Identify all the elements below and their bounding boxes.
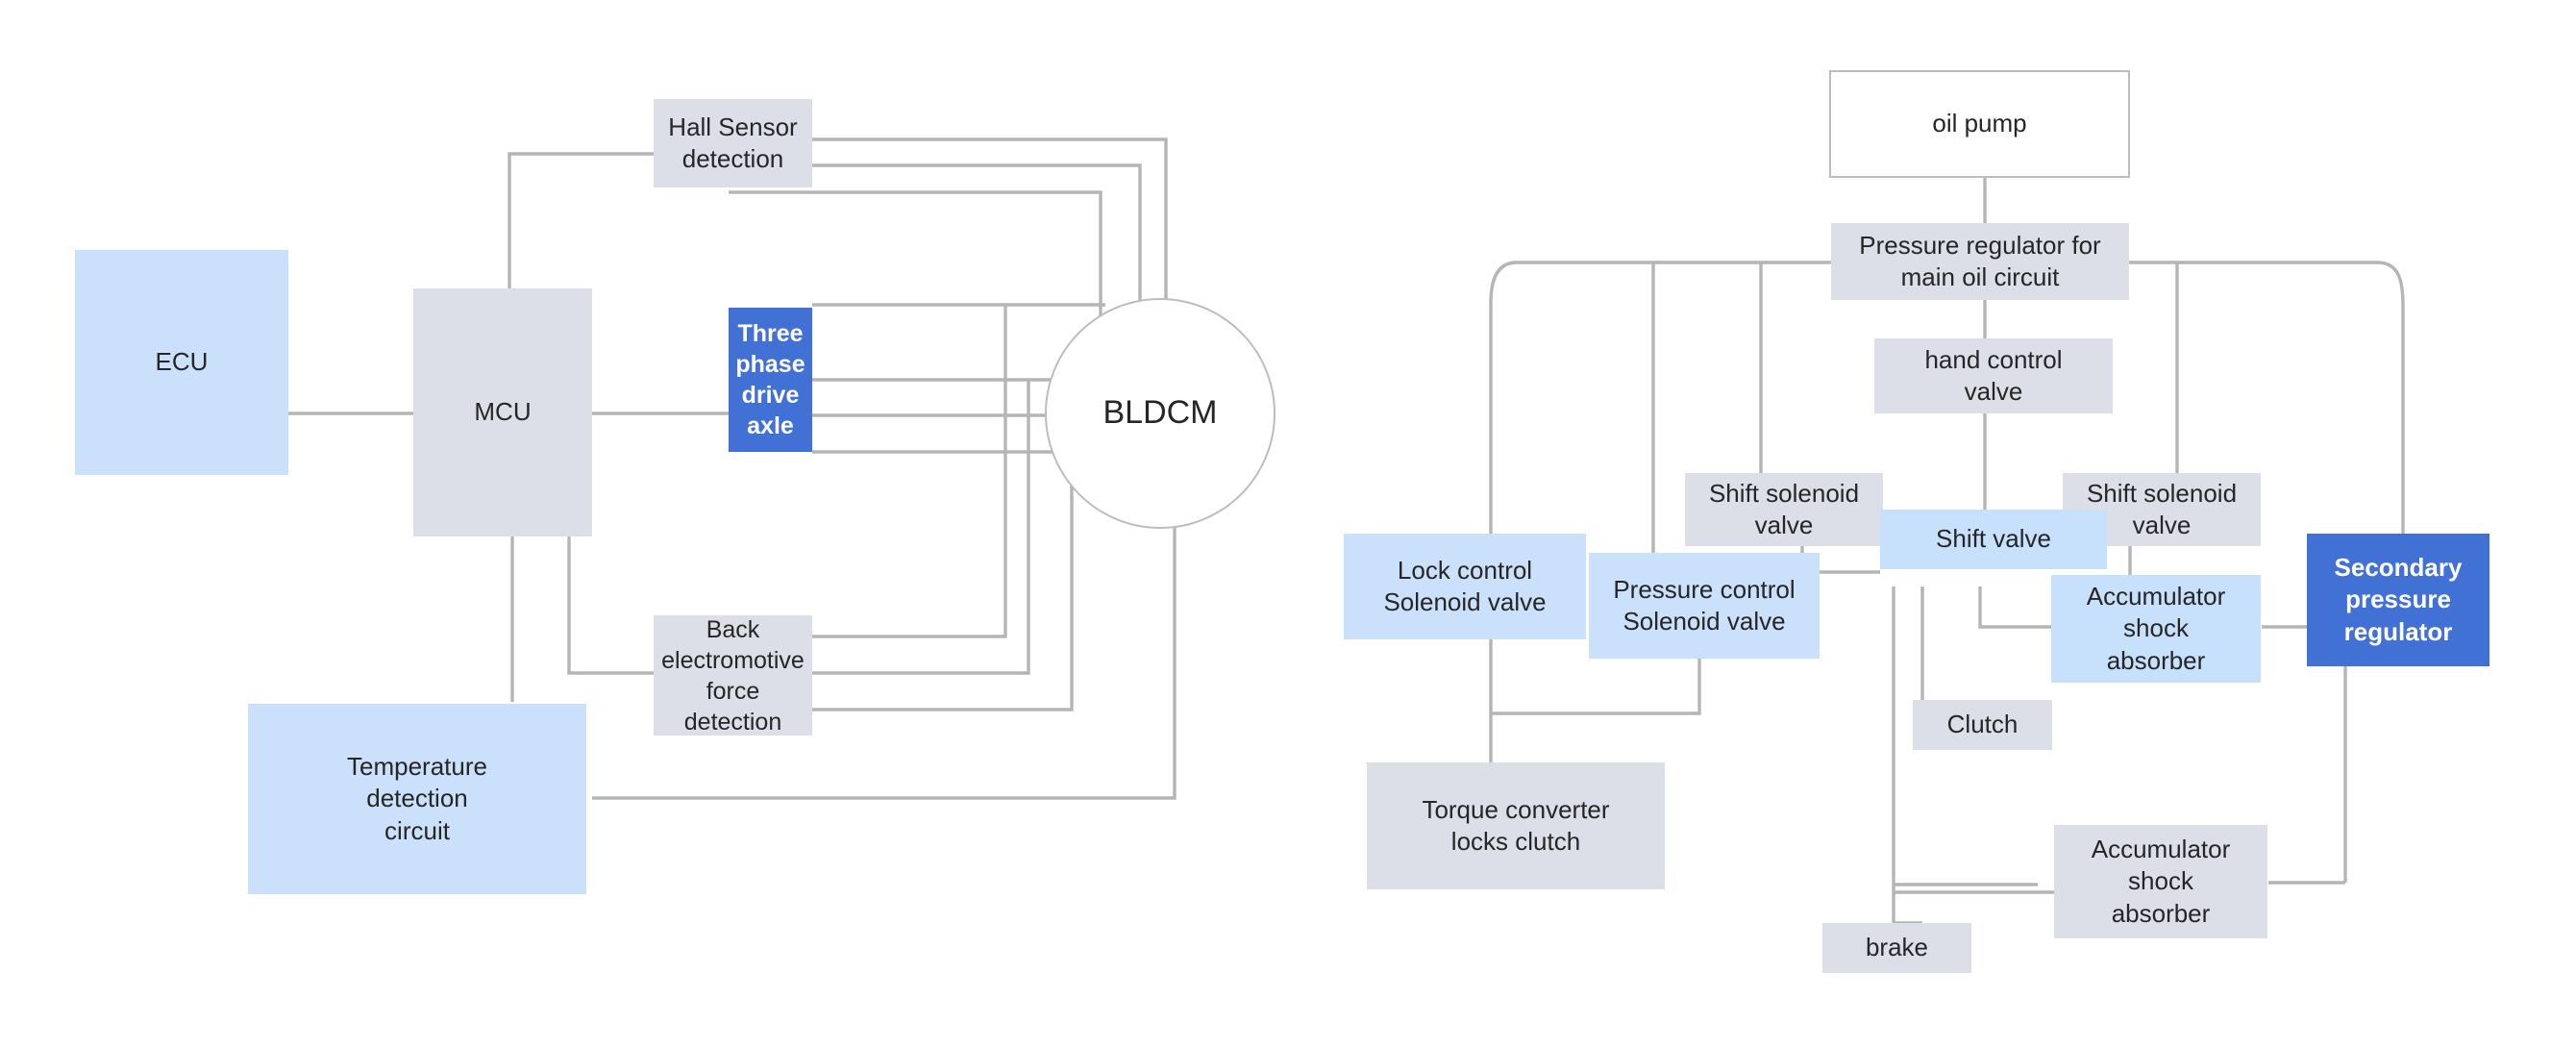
wire-shiftvalve-accum1: [1978, 586, 2051, 629]
node-clutch[interactable]: Clutch: [1913, 700, 2052, 750]
wire-mcu-hall: [508, 152, 654, 288]
node-mcu-label: MCU: [474, 397, 532, 427]
wire-mcu-bemf: [567, 536, 654, 675]
node-shift-solenoid-valve-left-label: Shift solenoid valve: [1708, 478, 1860, 539]
node-oil-pump-label: oil pump: [1932, 109, 2027, 138]
node-shift-valve[interactable]: Shift valve: [1880, 510, 2107, 569]
node-hall-sensor-detection-label: Hall Sensor detection: [668, 112, 798, 173]
wire-mainreg-locksol: [1489, 261, 1518, 534]
node-hand-control-valve-label: hand control valve: [1924, 344, 2063, 406]
node-shift-solenoid-valve-right-label: Shift solenoid valve: [2086, 478, 2238, 539]
node-bldcm-label: BLDCM: [1102, 394, 1218, 432]
node-hand-control-valve[interactable]: hand control valve: [1874, 338, 2113, 413]
node-accumulator-shock-absorber-upper[interactable]: Accumulator shock absorber: [2051, 575, 2261, 683]
node-pressure-control-solenoid-valve[interactable]: Pressure control Solenoid valve: [1589, 553, 1820, 659]
node-ecu-label: ECU: [155, 347, 209, 377]
node-torque-converter-locks-clutch[interactable]: Torque converter locks clutch: [1367, 762, 1665, 889]
node-three-phase-drive-axle-label: Three phase drive axle: [735, 320, 805, 439]
node-accumulator-shock-absorber-upper-label: Accumulator shock absorber: [2086, 582, 2226, 675]
node-secondary-pressure-regulator-label: Secondary pressure regulator: [2334, 553, 2463, 646]
node-temperature-detection-circuit[interactable]: Temperature detection circuit: [248, 704, 586, 894]
node-shift-valve-label: Shift valve: [1936, 524, 2051, 554]
wire-shiftvalve-brake: [1892, 586, 1922, 925]
node-accumulator-shock-absorber-lower[interactable]: Accumulator shock absorber: [2054, 825, 2267, 938]
node-torque-converter-locks-clutch-label: Torque converter locks clutch: [1422, 794, 1610, 856]
node-oil-pump[interactable]: oil pump: [1829, 70, 2130, 178]
node-secondary-pressure-regulator[interactable]: Secondary pressure regulator: [2307, 534, 2489, 666]
node-back-emf-detection[interactable]: Back electromotive force detection: [654, 615, 812, 736]
node-main-oil-pressure-regulator[interactable]: Pressure regulator for main oil circuit: [1831, 223, 2129, 300]
wire-mainreg-secreg: [2376, 261, 2405, 534]
node-main-oil-pressure-regulator-label: Pressure regulator for main oil circuit: [1859, 230, 2101, 291]
node-temperature-detection-circuit-label: Temperature detection circuit: [347, 752, 487, 845]
node-hall-sensor-detection[interactable]: Hall Sensor detection: [654, 99, 812, 187]
node-brake-label: brake: [1865, 933, 1929, 962]
node-brake[interactable]: brake: [1822, 923, 1971, 973]
node-three-phase-drive-axle[interactable]: Three phase drive axle: [729, 308, 812, 452]
node-clutch-label: Clutch: [1946, 710, 2019, 739]
wire-presssol-torque: [1491, 659, 1701, 715]
node-bldcm[interactable]: BLDCM: [1045, 298, 1276, 529]
node-lock-control-solenoid-valve[interactable]: Lock control Solenoid valve: [1344, 534, 1586, 639]
node-pressure-control-solenoid-valve-label: Pressure control Solenoid valve: [1613, 574, 1796, 636]
node-ecu[interactable]: ECU: [75, 250, 288, 475]
node-mcu[interactable]: MCU: [413, 288, 592, 536]
node-back-emf-detection-label: Back electromotive force detection: [661, 615, 805, 736]
node-accumulator-shock-absorber-lower-label: Accumulator shock absorber: [2091, 835, 2231, 928]
node-shift-solenoid-valve-left[interactable]: Shift solenoid valve: [1685, 473, 1883, 546]
node-lock-control-solenoid-valve-label: Lock control Solenoid valve: [1383, 555, 1547, 616]
